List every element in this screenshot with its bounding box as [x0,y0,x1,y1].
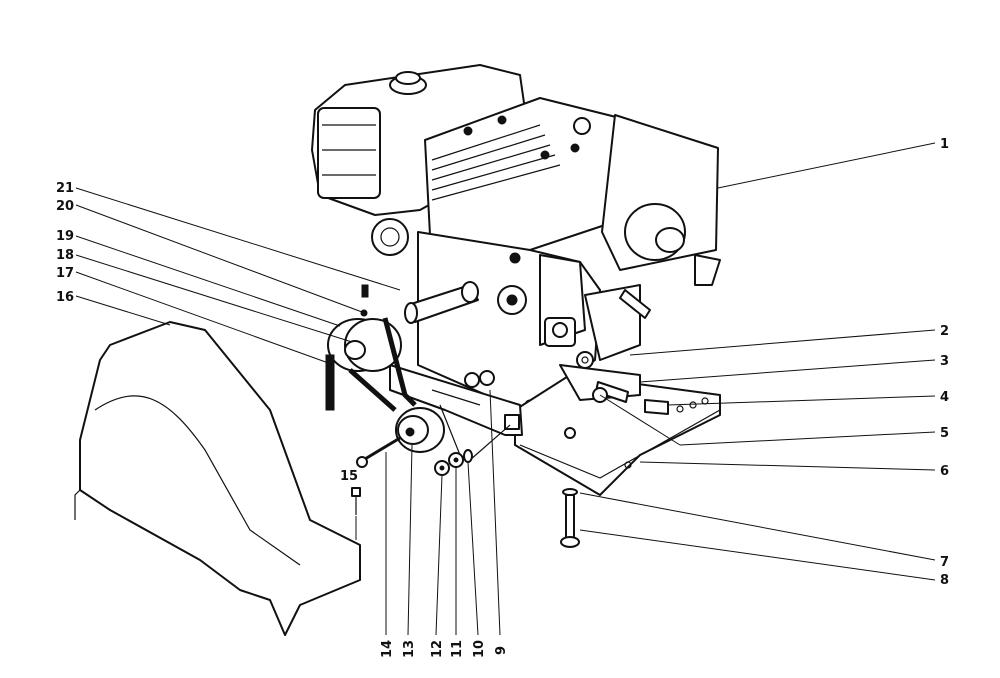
callout-15: 15 [340,469,358,484]
carburetor-linkage [544,284,651,361]
callout-10: 10 [472,640,487,658]
idler-washers [434,449,473,476]
callout-9: 9 [494,646,509,655]
guard-screw [351,487,361,515]
callout-6: 6 [940,464,949,479]
callout-3: 3 [940,354,949,369]
crankshaft [404,281,479,324]
mount-hardware [576,351,669,415]
callout-4: 4 [940,390,949,405]
belt-guard [74,321,361,636]
callout-13: 13 [402,640,417,658]
callout-18: 18 [56,248,74,263]
callout-numbers: 1 2 3 4 5 6 7 8 9 10 11 12 13 14 15 16 1… [56,137,949,658]
engine-crankcase [417,231,601,411]
callout-1: 1 [940,137,949,152]
callout-7: 7 [940,555,949,570]
engine-shroud [601,114,721,286]
callout-5: 5 [940,426,949,441]
callout-8: 8 [940,573,949,588]
callout-21: 21 [56,181,74,196]
callout-19: 19 [56,229,74,244]
callout-2: 2 [940,324,949,339]
callout-11: 11 [450,640,465,658]
leader-lines [75,142,936,636]
callout-16: 16 [56,290,74,305]
callout-14: 14 [380,640,395,658]
callout-20: 20 [56,199,74,214]
idler-pulley [356,407,445,468]
callout-17: 17 [56,266,74,281]
callout-12: 12 [430,640,445,658]
v-belt [325,317,417,412]
base-bolt [560,488,580,548]
